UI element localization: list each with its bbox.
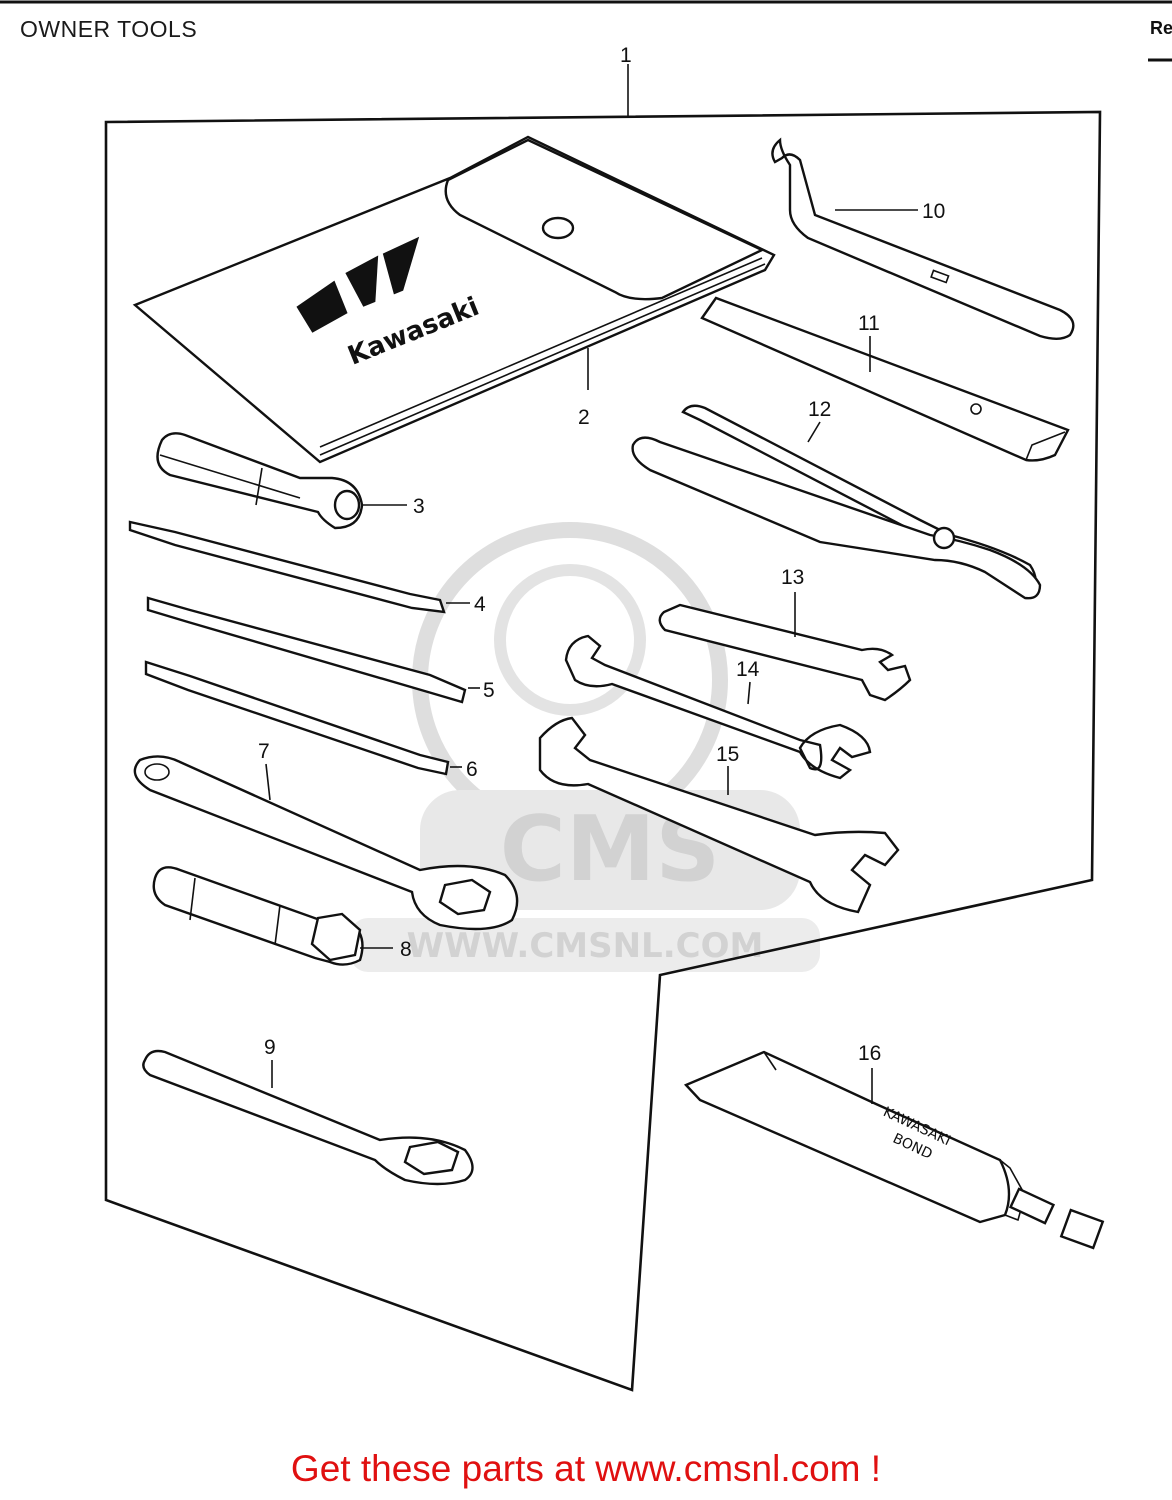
callout-3: 3 — [413, 495, 425, 518]
screwdriver-handle — [156, 432, 407, 530]
kawasaki-bond-tube: KAWASAKI BOND — [683, 1050, 1105, 1250]
pliers — [631, 404, 1042, 600]
corner-label: Re — [1150, 18, 1172, 38]
callout-16: 16 — [858, 1042, 881, 1065]
callout-7: 7 — [258, 740, 270, 763]
tool-pouch: Kawasaki — [132, 135, 776, 464]
get-parts-link[interactable]: Get these parts at www.cmsnl.com ! — [290, 1448, 882, 1489]
callout-11: 11 — [858, 312, 880, 335]
screwdriver-bit-4 — [128, 520, 470, 614]
callout-14: 14 — [736, 658, 760, 681]
screwdriver-bit-5 — [146, 596, 480, 704]
page-title: OWNER TOOLS — [20, 16, 198, 42]
tool-kit-group-outline — [104, 110, 1102, 1392]
callout-15: 15 — [716, 743, 739, 766]
single-box-wrench — [142, 1049, 474, 1186]
open-end-wrench-15 — [538, 716, 900, 914]
callout-6: 6 — [466, 758, 478, 781]
box-wrench — [133, 755, 519, 931]
watermark-url-text: WWW.CMSNL.COM — [407, 926, 764, 966]
screwdriver-bit-6 — [144, 660, 462, 776]
callout-10: 10 — [922, 200, 945, 223]
callout-9: 9 — [264, 1036, 276, 1059]
callout-12: 12 — [808, 398, 831, 421]
owner-tools-diagram: CMS WWW.CMSNL.COM Kawasaki — [0, 0, 1172, 1392]
callout-8: 8 — [400, 938, 412, 961]
open-end-wrench-14 — [564, 634, 872, 780]
callout-5: 5 — [483, 679, 495, 702]
callout-2: 2 — [578, 406, 590, 429]
callout-4: 4 — [474, 593, 486, 616]
flat-bar — [700, 296, 1070, 462]
socket-tool — [152, 866, 393, 966]
hook-spanner — [771, 137, 1075, 340]
callout-1: 1 — [620, 44, 632, 67]
open-end-wrench-13 — [658, 592, 912, 702]
callout-labels: 1 2 3 4 5 6 7 8 9 10 11 12 13 14 15 16 — [258, 44, 945, 1065]
callout-13: 13 — [781, 566, 804, 589]
